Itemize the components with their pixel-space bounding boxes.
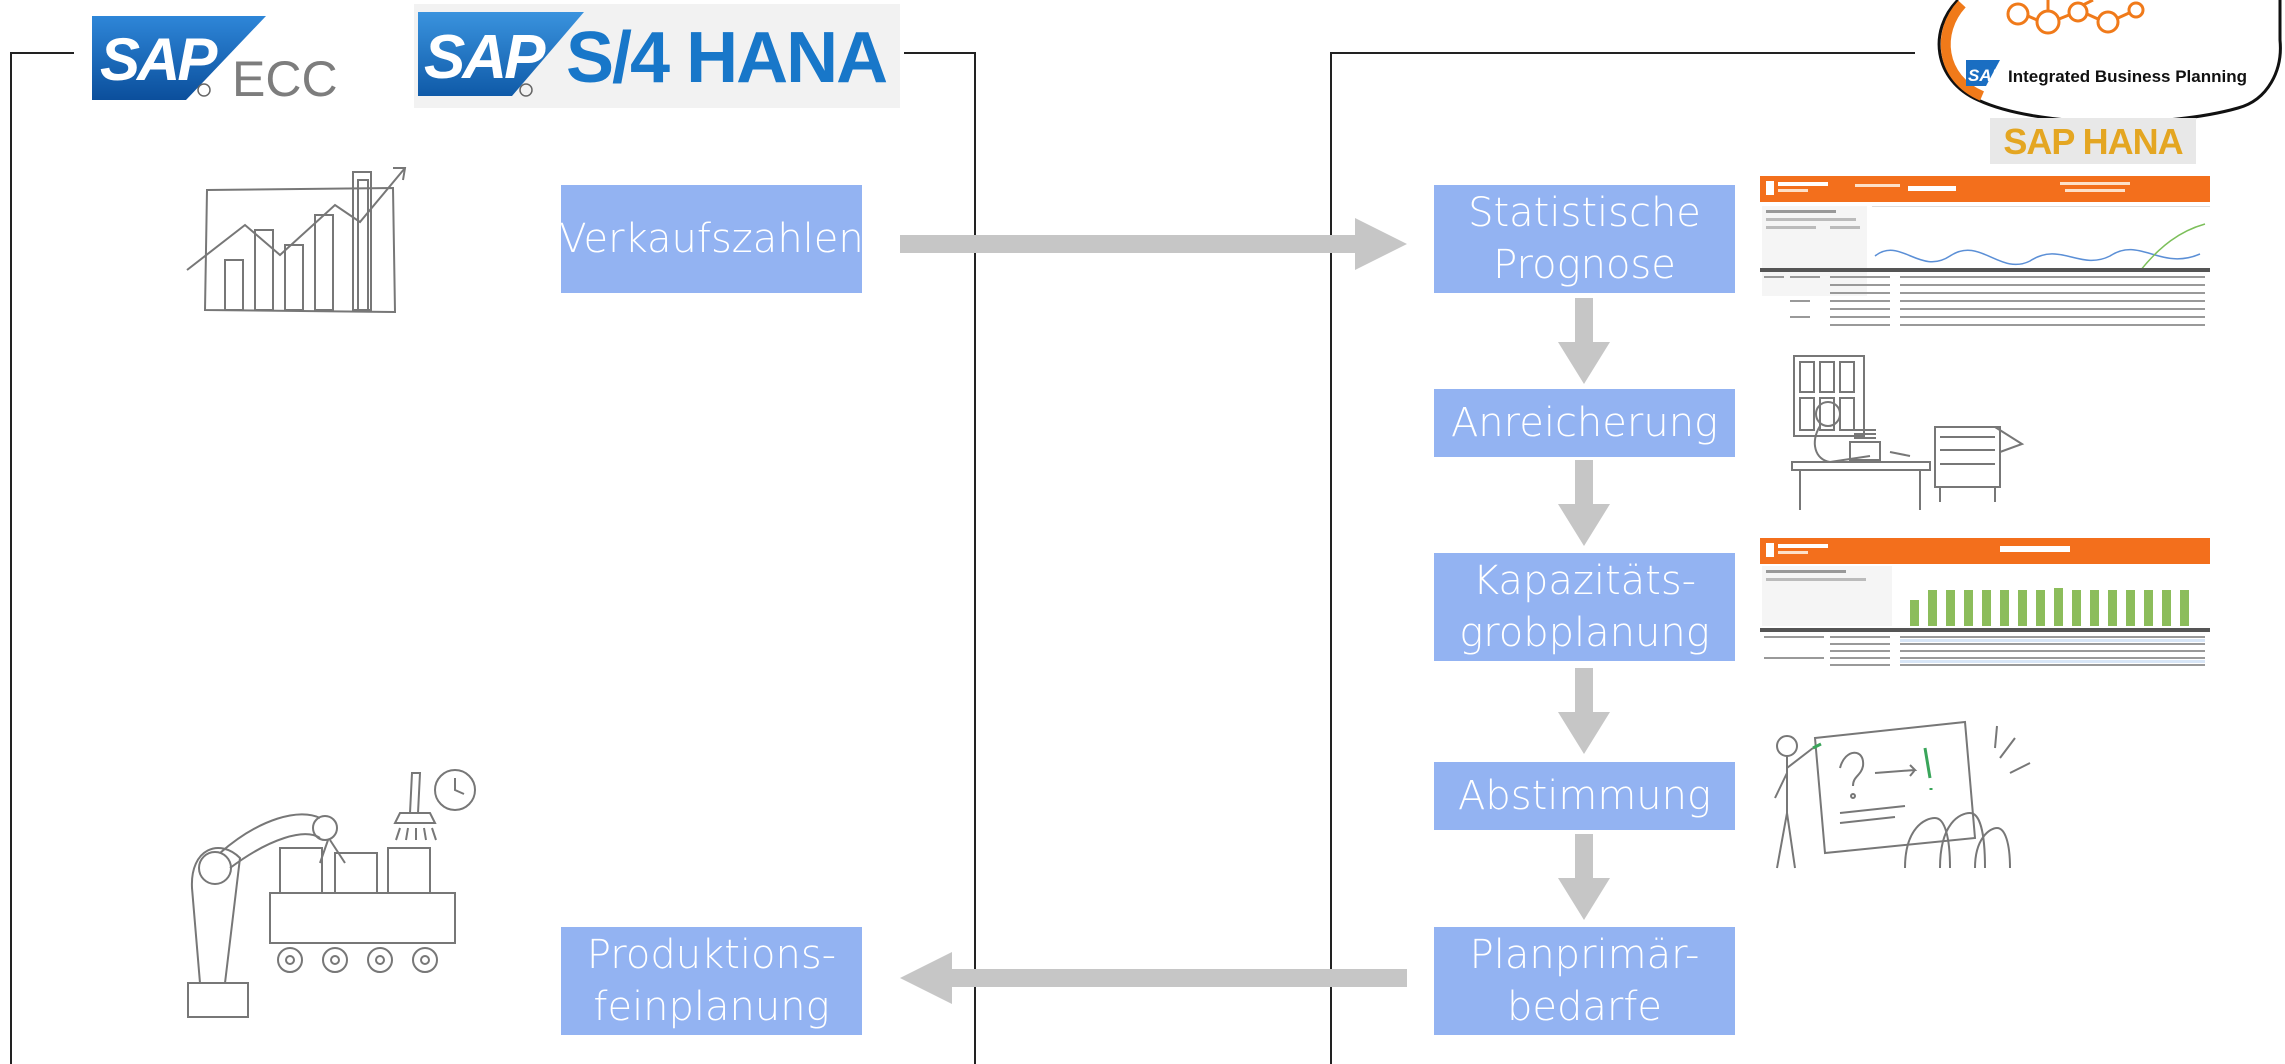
down-arrow-2 bbox=[1558, 460, 1610, 546]
step-capacity-planning-box: Kapazitäts- grobplanung bbox=[1434, 553, 1735, 661]
capacity-screenshot-thumbnail bbox=[1760, 538, 2210, 678]
ibp-label-text: Integrated Business Planning bbox=[2008, 67, 2247, 86]
sap-ibp-logo: SAP Integrated Business Planning bbox=[1918, 0, 2285, 129]
arrow-demand-to-production-head bbox=[900, 952, 952, 1004]
office-worker-sketch-icon bbox=[1790, 352, 2030, 521]
forecast-screenshot-thumbnail bbox=[1760, 176, 2210, 336]
step-5-label-line1: Planprimär- bbox=[1469, 932, 1700, 978]
down-arrow-3 bbox=[1558, 668, 1610, 754]
step-5-label-line2: bedarfe bbox=[1506, 984, 1663, 1030]
step-2-label: Anreicherung bbox=[1450, 400, 1719, 446]
sap-s4hana-logo: SAP S/4 HANA bbox=[414, 4, 900, 108]
sap-hana-logo: SAP HANA bbox=[1990, 118, 2196, 164]
hana-label-text: SAP HANA bbox=[2003, 121, 2183, 162]
sales-chart-sketch-icon bbox=[185, 160, 415, 324]
step-3-label-line1: Kapazitäts- bbox=[1472, 558, 1697, 604]
step-1-label-line1: Statistische bbox=[1468, 190, 1701, 236]
arrow-demand-to-production-shaft bbox=[945, 969, 1407, 987]
arrow-sales-to-forecast-shaft bbox=[900, 235, 1360, 253]
s4-product-text: S/4 HANA bbox=[566, 18, 887, 98]
step-3-label-line2: grobplanung bbox=[1459, 610, 1710, 656]
sales-figures-label: Verkaufszahlen bbox=[559, 216, 864, 262]
step-1-label-line2: Prognose bbox=[1493, 242, 1676, 288]
ibp-brand-text: SAP bbox=[1968, 66, 2004, 85]
presentation-sketch-icon bbox=[1765, 718, 2035, 890]
network-nodes-icon bbox=[2006, 0, 2145, 35]
s4-brand-text: SAP bbox=[424, 23, 546, 92]
production-scheduling-box: Produktions- feinplanung bbox=[561, 927, 862, 1035]
step-4-label: Abstimmung bbox=[1457, 773, 1712, 819]
step-statistical-forecast-box: Statistische Prognose bbox=[1434, 185, 1735, 293]
sap-ecc-logo: SAP ECC bbox=[92, 12, 352, 107]
production-scheduling-label-line2: feinplanung bbox=[593, 984, 830, 1030]
down-arrow-1 bbox=[1558, 298, 1610, 384]
ecc-brand-text: SAP bbox=[100, 26, 218, 93]
factory-robot-sketch-icon bbox=[180, 768, 480, 1027]
production-scheduling-label-line1: Produktions- bbox=[586, 932, 837, 978]
right-system-frame bbox=[1330, 52, 2285, 1064]
step-enrichment-box: Anreicherung bbox=[1434, 389, 1735, 457]
sales-figures-box: Verkaufszahlen bbox=[559, 185, 864, 293]
step-planned-demand-box: Planprimär- bedarfe bbox=[1434, 927, 1735, 1035]
arrow-sales-to-forecast-head bbox=[1355, 218, 1407, 270]
ecc-product-text: ECC bbox=[232, 51, 338, 102]
down-arrow-4 bbox=[1558, 834, 1610, 920]
step-alignment-box: Abstimmung bbox=[1434, 762, 1735, 830]
